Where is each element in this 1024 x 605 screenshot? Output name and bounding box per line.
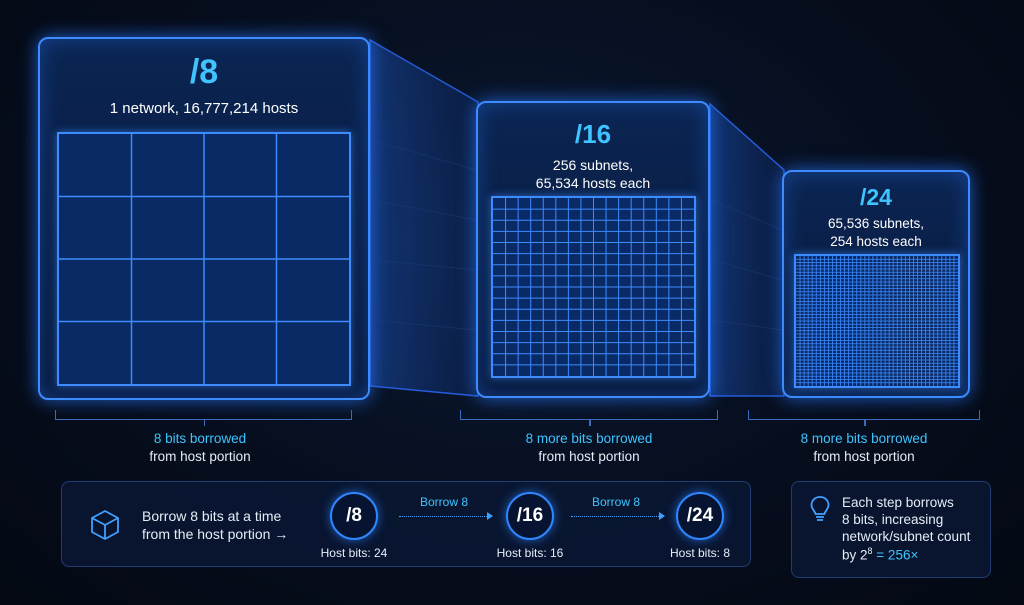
brace-16 xyxy=(460,410,718,426)
step-host-bits-24: Host bits: 24 xyxy=(320,546,388,560)
tip-formula-exponent: 8 xyxy=(867,546,873,556)
arrow-2 xyxy=(571,512,665,520)
brace-24 xyxy=(748,410,980,426)
subnet-grid xyxy=(57,132,351,386)
panel-title: /16 xyxy=(574,119,612,149)
tip-line1: Each step borrows xyxy=(842,495,954,510)
brace-text: from host portion xyxy=(149,449,251,464)
grid-lines xyxy=(796,256,958,386)
brace-label-24: 8 more bits borrowed from host portion xyxy=(764,430,964,466)
tip-formula-base: by 2 xyxy=(842,547,868,563)
prefix-16-panel: /16 256 subnets, 65,534 hosts each xyxy=(476,101,710,398)
arrow-1 xyxy=(399,512,493,520)
panel-title: /8 xyxy=(189,53,219,91)
connector-1 xyxy=(369,38,479,397)
arrow-label-1: Borrow 8 xyxy=(419,495,469,509)
brace-highlight: 8 bits borrowed xyxy=(153,431,247,446)
prefix-24-panel: /24 65,536 subnets, 254 hosts each xyxy=(782,170,970,398)
tip-line2: 8 bits, increasing xyxy=(842,512,944,527)
cube-icon xyxy=(88,508,122,547)
brace-text: from host portion xyxy=(538,449,640,464)
tip-panel: Each step borrows 8 bits, increasing net… xyxy=(791,481,991,578)
brace-label-8: 8 bits borrowed from host portion xyxy=(100,430,300,466)
step-host-bits-16: Host bits: 16 xyxy=(496,546,564,560)
connector-2 xyxy=(709,102,785,397)
brace-8 xyxy=(55,410,352,426)
step-prefix-8: /8 xyxy=(330,492,378,540)
panel-description: 1 network, 16,777,214 hosts xyxy=(109,100,299,117)
lightbulb-icon xyxy=(808,494,832,529)
panel-title: /24 xyxy=(860,184,892,210)
panel-description-line1: 65,536 subnets, xyxy=(827,216,925,231)
tip-line4: by 28 = 256× xyxy=(842,546,918,563)
step-host-bits-8: Host bits: 8 xyxy=(669,546,731,560)
panel-description-line2: 254 hosts each xyxy=(830,234,922,249)
brace-highlight: 8 more bits borrowed xyxy=(800,431,928,446)
arrow-label-2: Borrow 8 xyxy=(591,495,641,509)
flow-text-line2: from the host portion → xyxy=(142,526,289,542)
flow-text-line1: Borrow 8 bits at a time xyxy=(142,508,282,524)
grid-lines xyxy=(493,198,694,376)
brace-label-16: 8 more bits borrowed from host portion xyxy=(489,430,689,466)
prefix-8-panel: /8 1 network, 16,777,214 hosts xyxy=(38,37,370,400)
borrow-flow-panel: Borrow 8 bits at a time from the host po… xyxy=(61,481,751,567)
step-prefix-16: /16 xyxy=(506,492,554,540)
step-prefix-24: /24 xyxy=(676,492,724,540)
panel-description-line2: 65,534 hosts each xyxy=(535,175,651,191)
brace-text: from host portion xyxy=(813,449,915,464)
grid-lines xyxy=(59,134,349,384)
panel-description-line1: 256 subnets, xyxy=(552,157,634,173)
brace-highlight: 8 more bits borrowed xyxy=(525,431,653,446)
subnet-grid xyxy=(794,254,960,388)
tip-formula-result: = 256× xyxy=(872,547,919,563)
tip-line3: network/subnet count xyxy=(842,529,971,544)
subnet-grid xyxy=(491,196,696,378)
